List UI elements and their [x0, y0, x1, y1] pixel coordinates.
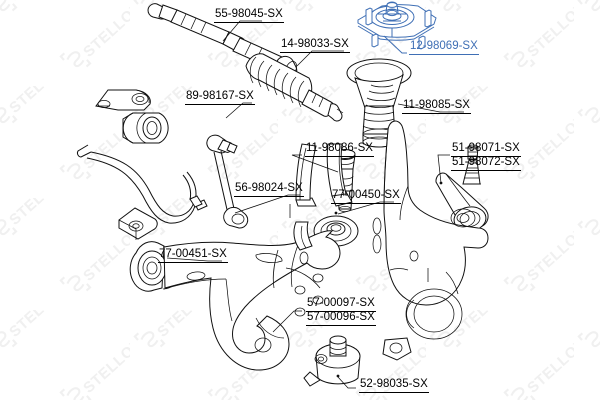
part-label-51-98071-SX[interactable]: 51-98071-SX	[451, 142, 521, 157]
part-label-77-00450-SX[interactable]: 77-00450-SX	[331, 189, 401, 204]
part-stabiliser-bushing	[95, 89, 169, 144]
part-label-11-98086-SX[interactable]: 11-98086-SX	[305, 142, 374, 157]
part-label-text: 51-98072-SX	[451, 156, 521, 171]
part-ball-joint	[303, 335, 361, 387]
part-label-57-00097-SX[interactable]: 57-00097-SX	[306, 297, 376, 312]
part-label-text: 77-00450-SX	[331, 189, 401, 204]
part-label-text: 52-98035-SX	[359, 378, 429, 393]
part-label-11-98085-SX[interactable]: 11-98085-SX	[402, 99, 471, 114]
part-label-text: 55-98045-SX	[214, 8, 284, 23]
part-label-55-98045-SX[interactable]: 55-98045-SX	[214, 8, 284, 23]
part-label-text: 56-98024-SX	[234, 182, 304, 197]
part-label-text: 51-98071-SX	[451, 142, 521, 157]
part-label-text: 77-00451-SX	[158, 248, 228, 263]
part-steering-knuckle	[293, 120, 489, 361]
part-stabiliser-bar	[76, 144, 197, 240]
part-tie-rod-end	[435, 144, 489, 232]
part-label-52-98035-SX[interactable]: 52-98035-SX	[359, 378, 429, 393]
part-label-text: 11-98085-SX	[402, 99, 471, 114]
part-label-57-00096-SX[interactable]: 57-00096-SX	[306, 311, 376, 326]
part-label-text: 12-98069-SX	[409, 40, 479, 55]
part-label-text: 14-98033-SX	[280, 38, 350, 53]
part-label-14-98033-SX[interactable]: 14-98033-SX	[280, 38, 350, 53]
part-label-89-98167-SX[interactable]: 89-98167-SX	[185, 90, 255, 105]
part-label-56-98024-SX[interactable]: 56-98024-SX	[234, 182, 304, 197]
part-label-text: 57-00096-SX	[306, 311, 376, 326]
part-lower-control-arm	[163, 230, 341, 371]
part-label-text: 11-98086-SX	[305, 142, 374, 157]
part-label-77-00451-SX[interactable]: 77-00451-SX	[158, 248, 228, 263]
part-strut-mount-highlighted	[357, 1, 437, 50]
part-label-text: 89-98167-SX	[185, 90, 255, 105]
leader-lines	[166, 20, 464, 389]
part-label-12-98069-SX-highlighted[interactable]: 12-98069-SX	[409, 40, 479, 55]
part-stabiliser-link	[189, 134, 249, 229]
part-label-text: 57-00097-SX	[306, 297, 376, 312]
part-rack-boot	[245, 53, 344, 122]
part-label-51-98072-SX[interactable]: 51-98072-SX	[451, 156, 521, 171]
